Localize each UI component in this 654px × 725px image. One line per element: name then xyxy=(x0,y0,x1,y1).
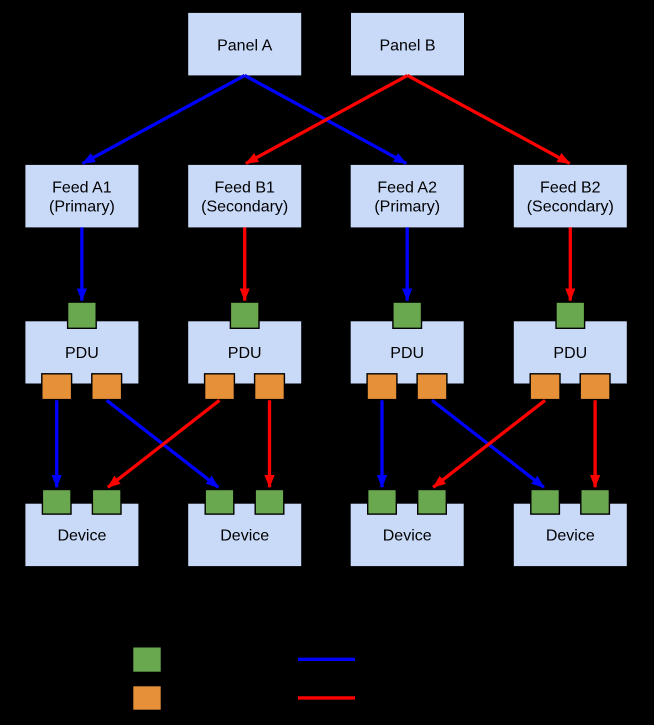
svg-text:Panel B: Panel B xyxy=(379,37,435,54)
svg-text:PDU: PDU xyxy=(65,345,99,362)
svg-text:Feed B1: Feed B1 xyxy=(214,179,275,196)
svg-text:(Secondary): (Secondary) xyxy=(527,199,614,216)
svg-text:(Primary): (Primary) xyxy=(374,199,440,216)
svg-text:Device: Device xyxy=(220,528,269,545)
svg-text:Feed B2: Feed B2 xyxy=(540,179,601,196)
svg-text:Feed A1: Feed A1 xyxy=(52,179,112,196)
svg-text:Device: Device xyxy=(383,528,432,545)
svg-text:PDU: PDU xyxy=(553,345,587,362)
svg-text:(Secondary): (Secondary) xyxy=(201,199,288,216)
svg-text:Panel A: Panel A xyxy=(217,37,272,54)
svg-text:Device: Device xyxy=(546,528,595,545)
svg-text:PDU: PDU xyxy=(390,345,424,362)
svg-text:(Primary): (Primary) xyxy=(49,199,115,216)
svg-text:PDU: PDU xyxy=(228,345,262,362)
svg-text:Feed A2: Feed A2 xyxy=(377,179,437,196)
svg-text:Device: Device xyxy=(57,528,106,545)
